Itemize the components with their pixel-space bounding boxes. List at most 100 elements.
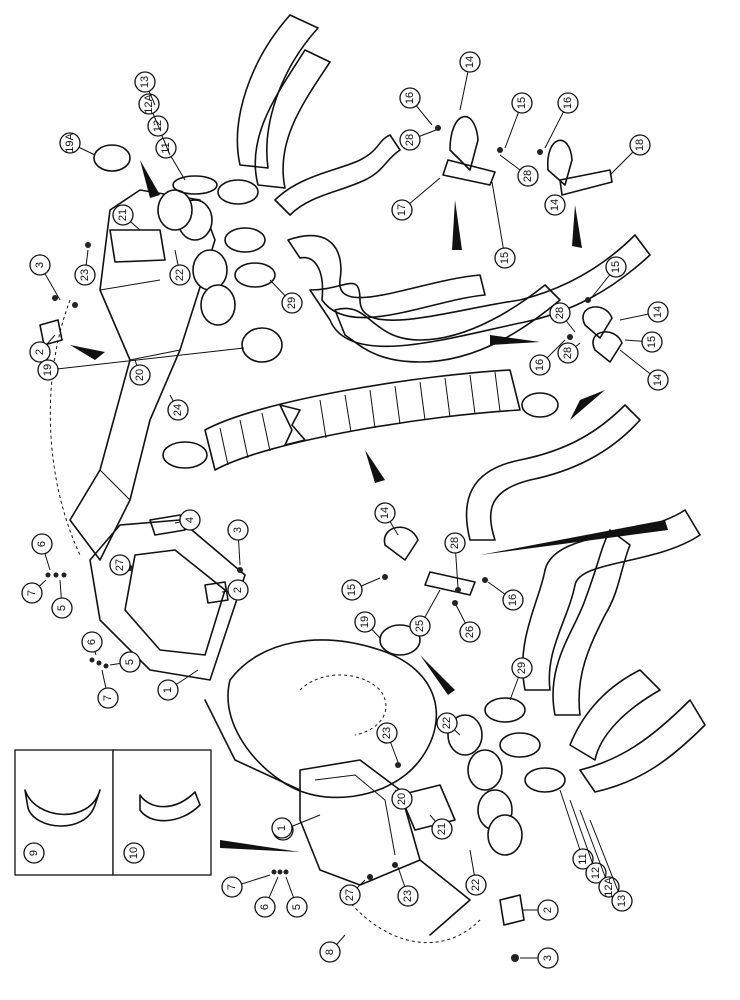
callout-circle bbox=[319, 941, 341, 963]
strap-14-c bbox=[582, 306, 613, 339]
callout-c21b: 21 bbox=[429, 814, 453, 840]
flex-duct-break bbox=[279, 404, 306, 446]
callout-c29: 29 bbox=[269, 279, 303, 314]
outlet-upper-3 bbox=[200, 284, 236, 326]
clamp-lower-2 bbox=[499, 732, 541, 758]
outlet-lower-2 bbox=[467, 749, 503, 791]
callout-label: 11 bbox=[577, 853, 589, 864]
inset-10-part bbox=[139, 791, 201, 822]
callout-c3c: 3 bbox=[520, 947, 559, 969]
callout-c13: 13 bbox=[134, 71, 156, 106]
hose-upper-2 bbox=[254, 49, 331, 189]
hose-group-upper bbox=[236, 14, 651, 363]
callout-label: 19A bbox=[64, 133, 76, 153]
callout-label: 28 bbox=[554, 307, 566, 319]
callout-c28d: 28 bbox=[557, 342, 581, 364]
lower-outer-shell bbox=[204, 699, 471, 936]
clamp-lower-3 bbox=[524, 767, 566, 793]
callout-circle bbox=[97, 687, 119, 709]
outlet-upper-2 bbox=[192, 249, 228, 291]
callout-c21: 21 bbox=[112, 204, 141, 231]
callout-c6b: 6 bbox=[81, 631, 103, 656]
callout-label: 3 bbox=[34, 262, 46, 268]
callout-c1c: 1 bbox=[271, 817, 293, 839]
callout-circle bbox=[409, 615, 431, 637]
callout-circle bbox=[354, 611, 376, 633]
clamp-upper-3 bbox=[234, 262, 276, 288]
callout-circle bbox=[376, 722, 398, 744]
callout-circle bbox=[23, 842, 45, 864]
nut-28-c bbox=[567, 334, 573, 340]
callout-c19: 19 bbox=[37, 347, 245, 381]
callout-label: 14 bbox=[379, 507, 391, 519]
callout-circle bbox=[221, 876, 243, 898]
callout-c12a: 12A bbox=[138, 93, 161, 131]
loose-clamp-right bbox=[521, 392, 559, 418]
callout-circle bbox=[112, 204, 134, 226]
callout-circle bbox=[281, 292, 303, 314]
callout-label: 28 bbox=[404, 134, 416, 146]
callout-c15d: 15 bbox=[624, 331, 663, 353]
bracket-17 bbox=[442, 159, 496, 186]
callout-label: 6 bbox=[86, 639, 98, 645]
callout-c20b: 20 bbox=[391, 788, 413, 810]
callout-c16b: 16 bbox=[544, 92, 579, 149]
callout-c2c: 2 bbox=[522, 899, 559, 921]
clamp-upper-1 bbox=[217, 179, 259, 205]
outlets-upper bbox=[157, 175, 276, 326]
callout-circle bbox=[31, 533, 53, 555]
callout-circle bbox=[29, 254, 51, 276]
callout-circle bbox=[341, 579, 363, 601]
callout-circle bbox=[459, 621, 481, 643]
callout-label: 1 bbox=[276, 825, 288, 831]
hose-upper-5 bbox=[309, 234, 651, 348]
callout-circle bbox=[647, 301, 669, 323]
callout-c7: 7 bbox=[21, 579, 47, 604]
lower-plenum-inner bbox=[299, 674, 387, 736]
callout-circle bbox=[138, 93, 160, 115]
callout-label: 14 bbox=[652, 374, 664, 386]
callout-circle bbox=[436, 712, 458, 734]
callout-c11: 11 bbox=[155, 137, 186, 181]
callout-label: 16 bbox=[534, 359, 546, 371]
callout-label: 23 bbox=[402, 890, 414, 902]
callout-label: 13 bbox=[139, 76, 151, 88]
callout-circle bbox=[502, 589, 524, 611]
callout-label: 21 bbox=[117, 209, 129, 221]
callout-label: 5 bbox=[56, 605, 68, 611]
callout-circle bbox=[227, 519, 249, 541]
callout-circle bbox=[647, 369, 669, 391]
callout-circle bbox=[374, 502, 396, 524]
callout-circle bbox=[585, 862, 607, 884]
clamp-upper-4 bbox=[172, 175, 218, 195]
callout-c20: 20 bbox=[129, 359, 151, 386]
callout-label: 19 bbox=[359, 616, 371, 628]
callout-c28e: 28 bbox=[444, 532, 466, 589]
hose-upper-6 bbox=[334, 284, 561, 363]
callout-circle bbox=[51, 597, 73, 619]
callout-label: 23 bbox=[79, 269, 91, 281]
callout-circle bbox=[444, 532, 466, 554]
callout-c26: 26 bbox=[455, 604, 481, 643]
callout-circle bbox=[119, 651, 141, 673]
callout-circle bbox=[549, 302, 571, 324]
callout-label: 8 bbox=[324, 949, 336, 955]
callout-c29b: 29 bbox=[509, 657, 533, 701]
bolt-15-c bbox=[585, 297, 591, 303]
upper-bracket bbox=[109, 229, 166, 263]
callout-label: 28 bbox=[522, 170, 534, 182]
callout-label: 2 bbox=[542, 907, 554, 913]
callout-circle bbox=[339, 884, 361, 906]
bolt-15-e bbox=[382, 574, 388, 580]
callout-label: 6 bbox=[36, 541, 48, 547]
callout-label: 25 bbox=[414, 620, 426, 632]
hose-straps bbox=[382, 115, 623, 606]
hose-upper-4 bbox=[287, 234, 486, 319]
cap-19a bbox=[93, 144, 131, 172]
callout-label: 5 bbox=[291, 904, 303, 910]
callout-c24: 24 bbox=[167, 394, 189, 421]
callout-circle bbox=[641, 331, 663, 353]
callout-c12b: 12 bbox=[569, 799, 607, 884]
callout-c15c: 15 bbox=[591, 256, 627, 298]
callout-c17: 17 bbox=[391, 177, 441, 221]
